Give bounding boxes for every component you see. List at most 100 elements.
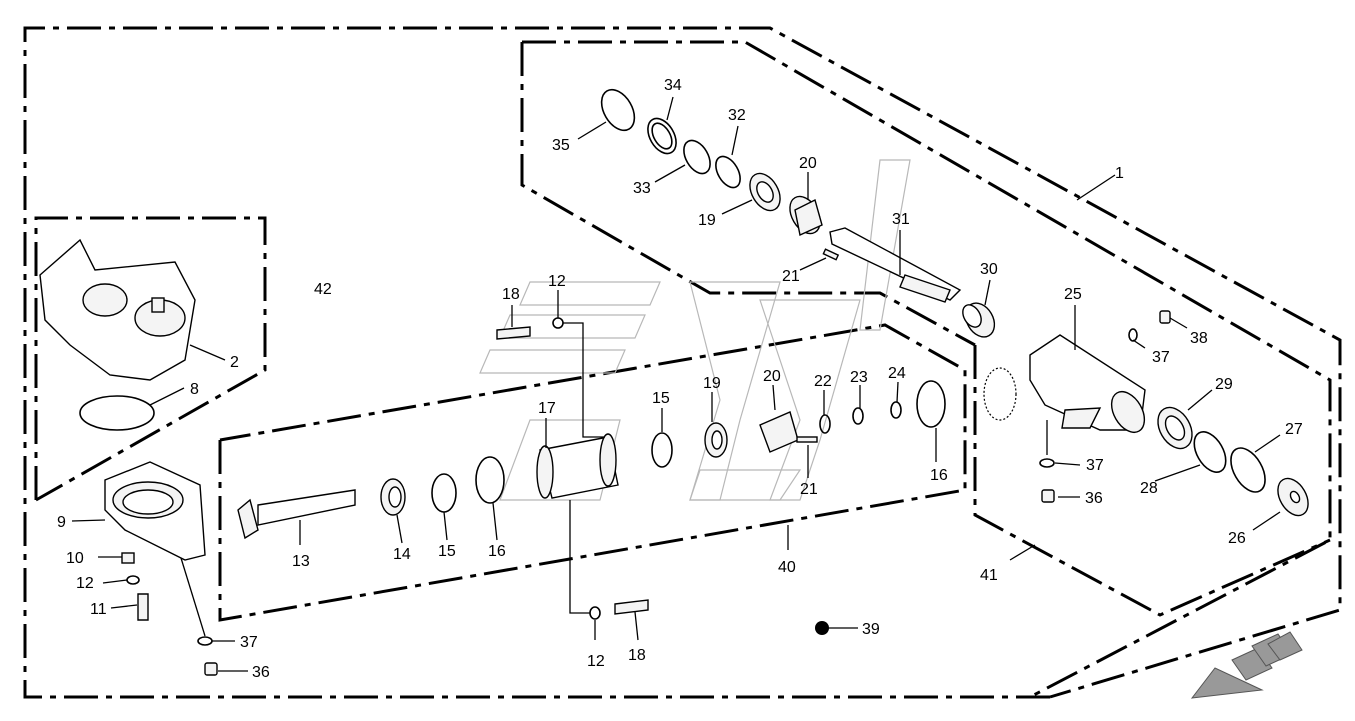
callout-29: 29 [1215, 376, 1233, 393]
callout-23: 23 [850, 369, 868, 386]
circlip-34 [647, 117, 677, 155]
callout-labels: 1 42 2 8 9 10 12 11 37 36 13 14 15 16 17… [57, 77, 1303, 681]
callout-26: 26 [1228, 530, 1246, 547]
callout-12-left: 12 [76, 575, 94, 592]
callout-36-left: 36 [252, 664, 270, 681]
group-frame-42 [34, 216, 267, 502]
plug-36-left [204, 662, 218, 676]
tube-17 [536, 433, 619, 499]
callout-37-left: 37 [240, 634, 258, 651]
screw-18-top [496, 326, 531, 340]
watermark-logo [479, 159, 911, 501]
callout-32: 32 [728, 107, 746, 124]
callout-16-right: 16 [930, 467, 948, 484]
washer-12-top [552, 317, 564, 329]
key-21-middle [796, 436, 818, 443]
callout-36-right: 36 [1085, 490, 1103, 507]
callout-35: 35 [552, 137, 570, 154]
o-ring-8 [79, 395, 155, 431]
housing-25 [1029, 334, 1146, 433]
group-frame-41 [973, 345, 1331, 617]
callout-25: 25 [1064, 286, 1082, 303]
screw-11 [137, 593, 149, 621]
callout-12-bottom: 12 [587, 653, 605, 670]
shaft-31 [829, 227, 962, 303]
washer-37-lower [1039, 458, 1055, 468]
plug-36-right [1041, 489, 1055, 503]
callout-15-right: 15 [652, 390, 670, 407]
callout-13: 13 [292, 553, 310, 570]
washer-37-left [197, 636, 213, 646]
gear-housing-2 [39, 238, 196, 381]
bearing-29 [1157, 406, 1193, 450]
bearing-19-middle [704, 422, 728, 458]
callout-37-upper: 37 [1152, 349, 1170, 366]
flow-arrow-icon [1190, 631, 1303, 699]
callout-20-middle: 20 [763, 368, 781, 385]
callout-37-right: 37 [1086, 457, 1104, 474]
callout-38: 38 [1190, 330, 1208, 347]
callout-10: 10 [66, 550, 84, 567]
shim-ring-15-right [651, 432, 673, 468]
callout-33: 33 [633, 180, 651, 197]
shim-ring-24 [890, 401, 902, 419]
callout-9: 9 [57, 514, 66, 531]
circlip-35 [600, 88, 636, 132]
callout-30: 30 [980, 261, 998, 278]
cap-26 [1277, 477, 1309, 517]
callout-24: 24 [888, 365, 906, 382]
nut-10 [121, 552, 135, 564]
shim-ring-22 [819, 414, 831, 434]
shim-ring-33 [683, 139, 711, 175]
bevel-gear-20-middle [759, 411, 799, 453]
callout-34: 34 [664, 77, 682, 94]
shim-ring-23 [852, 407, 864, 425]
bushing-30 [962, 302, 996, 338]
callout-40: 40 [778, 559, 796, 576]
callout-18-top: 18 [502, 286, 520, 303]
callout-11: 11 [90, 601, 107, 618]
callout-42: 42 [314, 281, 332, 298]
washer-12-left [126, 575, 140, 585]
callout-19-upper: 19 [698, 212, 716, 229]
flange-housing-9 [104, 461, 206, 561]
callout-21-middle: 21 [800, 481, 818, 498]
bearing-19-upper [749, 172, 781, 212]
shim-ring-32 [715, 155, 741, 189]
callout-41: 41 [980, 567, 998, 584]
callout-20-upper: 20 [799, 155, 817, 172]
breather-38 [1159, 310, 1171, 324]
leader-lines [71, 96, 1281, 672]
key-21-upper [822, 248, 840, 261]
washer-12-bottom [589, 606, 601, 620]
screw-18-bottom [614, 599, 649, 615]
callout-18-bottom: 18 [628, 647, 646, 664]
callout-27: 27 [1285, 421, 1303, 438]
washer-37-upper [1128, 328, 1138, 342]
callout-16-left: 16 [488, 543, 506, 560]
shim-ring-28 [1193, 431, 1227, 473]
filled-circle-icon [815, 621, 829, 635]
callout-14: 14 [393, 546, 411, 563]
callout-28: 28 [1140, 480, 1158, 497]
circlip-27 [1230, 447, 1266, 493]
o-ring-dotted [983, 367, 1017, 421]
callout-17: 17 [538, 400, 556, 417]
callout-19-middle: 19 [703, 375, 721, 392]
callout-22: 22 [814, 373, 832, 390]
bevel-gear-shaft-13 [237, 489, 356, 540]
shim-ring-16-right [916, 380, 946, 428]
bevel-gear-20-upper [789, 195, 823, 237]
group-frame-outer [23, 26, 1342, 699]
shim-ring-15-left [431, 473, 457, 513]
callout-39: 39 [862, 621, 880, 638]
callout-21-upper: 21 [782, 268, 800, 285]
callout-12-top: 12 [548, 273, 566, 290]
callout-31: 31 [892, 211, 910, 228]
group-frame-1 [520, 40, 1332, 699]
shim-ring-16-left [475, 456, 505, 504]
callout-8: 8 [190, 381, 199, 398]
callout-2: 2 [230, 354, 239, 371]
bearing-14 [380, 478, 406, 516]
